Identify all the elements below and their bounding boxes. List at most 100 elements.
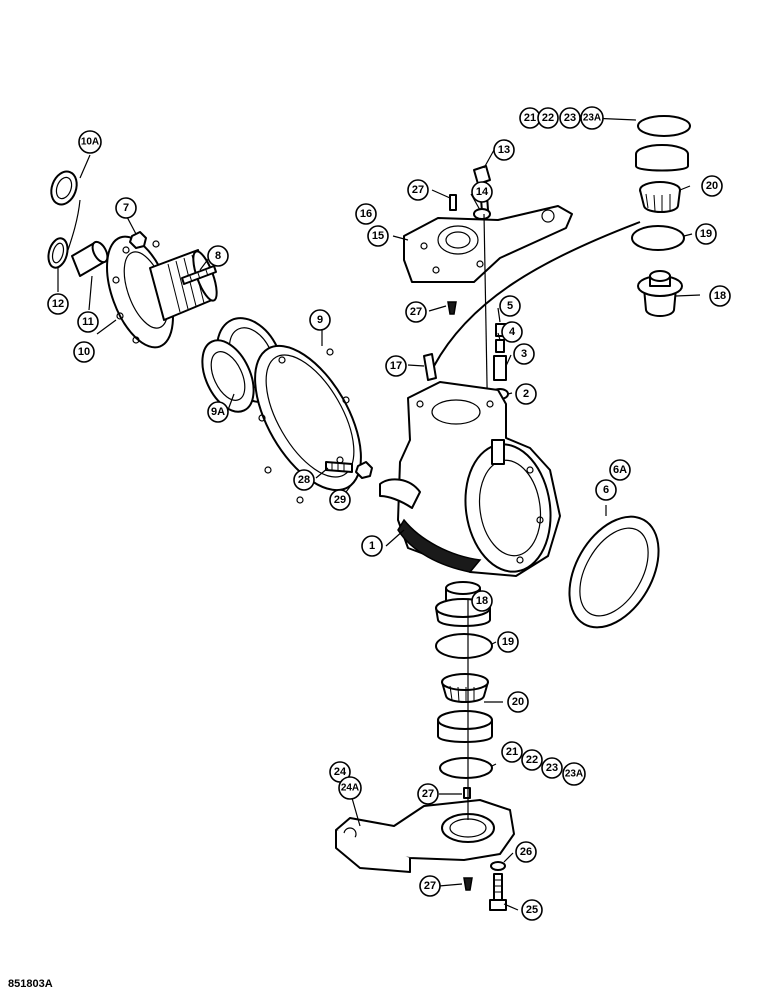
callout-circle <box>309 309 331 331</box>
part-28-stud <box>325 461 353 473</box>
callout-circle <box>385 355 407 377</box>
part-24-lower-arm <box>335 799 515 873</box>
callout-label: 14 <box>476 186 489 198</box>
callout-label: 28 <box>298 474 310 486</box>
callout-label: 11 <box>82 316 94 328</box>
callout-22: 22 <box>521 749 543 771</box>
callout-circle <box>521 899 543 921</box>
callout-7: 7 <box>115 197 137 219</box>
callout-27: 27 <box>417 783 439 805</box>
part-20-bearing-top <box>635 144 689 213</box>
callout-circle <box>493 139 515 161</box>
part-19-washer-bottom <box>435 633 493 659</box>
callout-label: 24 <box>334 766 347 778</box>
callout-label: 13 <box>498 144 510 156</box>
callout-label: 6A <box>613 464 627 476</box>
callout-9a: 9A <box>207 401 229 423</box>
callout-circle <box>207 401 229 423</box>
callout-label: 10 <box>78 346 90 358</box>
callout-22: 22 <box>537 107 559 129</box>
callout-18: 18 <box>471 590 493 612</box>
part-1-knuckle-housing <box>379 381 561 577</box>
callout-23a: 23A <box>580 106 604 130</box>
callout-circle <box>513 343 535 365</box>
callout-6: 6 <box>595 479 617 501</box>
callout-circle <box>355 203 377 225</box>
callout-21: 21 <box>501 741 523 763</box>
parts-layer <box>47 115 691 911</box>
part-25-bolt <box>489 873 507 911</box>
callout-circle <box>419 875 441 897</box>
part-21-ring-bottom <box>439 757 493 779</box>
callout-29: 29 <box>329 489 351 511</box>
callout-label: 6 <box>603 484 609 496</box>
part-14-washer <box>473 208 491 220</box>
callout-label: 22 <box>542 112 554 124</box>
callout-circle <box>701 175 723 197</box>
callout-label: 17 <box>390 360 402 372</box>
callout-label: 9A <box>211 406 225 418</box>
callout-27: 27 <box>405 301 427 323</box>
callout-27: 27 <box>407 179 429 201</box>
callout-label: 19 <box>700 228 712 240</box>
callout-8: 8 <box>207 245 229 267</box>
callout-24a: 24A <box>338 776 362 800</box>
callout-label: 20 <box>512 696 524 708</box>
part-27-fitting-lower-top <box>463 787 471 799</box>
callout-label: 1 <box>369 540 375 552</box>
callout-circle <box>695 223 717 245</box>
callout-circle <box>537 107 559 129</box>
callout-20: 20 <box>507 691 529 713</box>
callout-circle <box>709 285 731 307</box>
callout-11: 11 <box>77 311 99 333</box>
part-19-washer-top <box>631 225 685 251</box>
callout-label: 21 <box>524 112 536 124</box>
callout-label: 23A <box>583 113 601 124</box>
callout-label: 15 <box>372 230 384 242</box>
callout-circle <box>609 459 631 481</box>
callout-circle <box>361 535 383 557</box>
part-17-pin <box>423 353 437 381</box>
callout-circle <box>521 749 543 771</box>
callout-9: 9 <box>309 309 331 331</box>
callout-circle <box>207 245 229 267</box>
part-10a-seal <box>50 170 81 251</box>
callout-28: 28 <box>293 469 315 491</box>
callout-label: 8 <box>215 250 221 262</box>
callout-label: 10A <box>81 137 99 148</box>
callout-label: 29 <box>334 494 346 506</box>
callout-1: 1 <box>361 535 383 557</box>
callout-label: 23 <box>546 762 558 774</box>
callout-circle <box>329 489 351 511</box>
callout-19: 19 <box>497 631 519 653</box>
callout-label: 22 <box>526 754 538 766</box>
callout-6a: 6A <box>609 459 631 481</box>
callout-circle <box>405 301 427 323</box>
callout-circle <box>47 293 69 315</box>
part-18-cap-top <box>637 270 683 317</box>
callout-label: 23A <box>565 769 583 780</box>
callout-circle <box>501 741 523 763</box>
callout-circle <box>407 179 429 201</box>
part-4-fitting <box>495 339 505 353</box>
part-3-fitting <box>493 355 507 381</box>
callout-circle <box>78 130 102 154</box>
callout-label: 25 <box>526 904 538 916</box>
callout-19: 19 <box>695 223 717 245</box>
callout-circle <box>115 197 137 219</box>
drawing-code: 851803A <box>8 978 53 990</box>
callout-12: 12 <box>47 293 69 315</box>
callout-circle <box>562 762 586 786</box>
callout-label: 18 <box>714 290 726 302</box>
callout-17: 17 <box>385 355 407 377</box>
callout-label: 27 <box>424 880 436 892</box>
callout-18: 18 <box>709 285 731 307</box>
callout-15: 15 <box>367 225 389 247</box>
callout-23: 23 <box>541 757 563 779</box>
part-12-seal <box>47 237 69 269</box>
callout-label: 27 <box>410 306 422 318</box>
callout-label: 4 <box>509 326 516 338</box>
callout-21: 21 <box>519 107 541 129</box>
